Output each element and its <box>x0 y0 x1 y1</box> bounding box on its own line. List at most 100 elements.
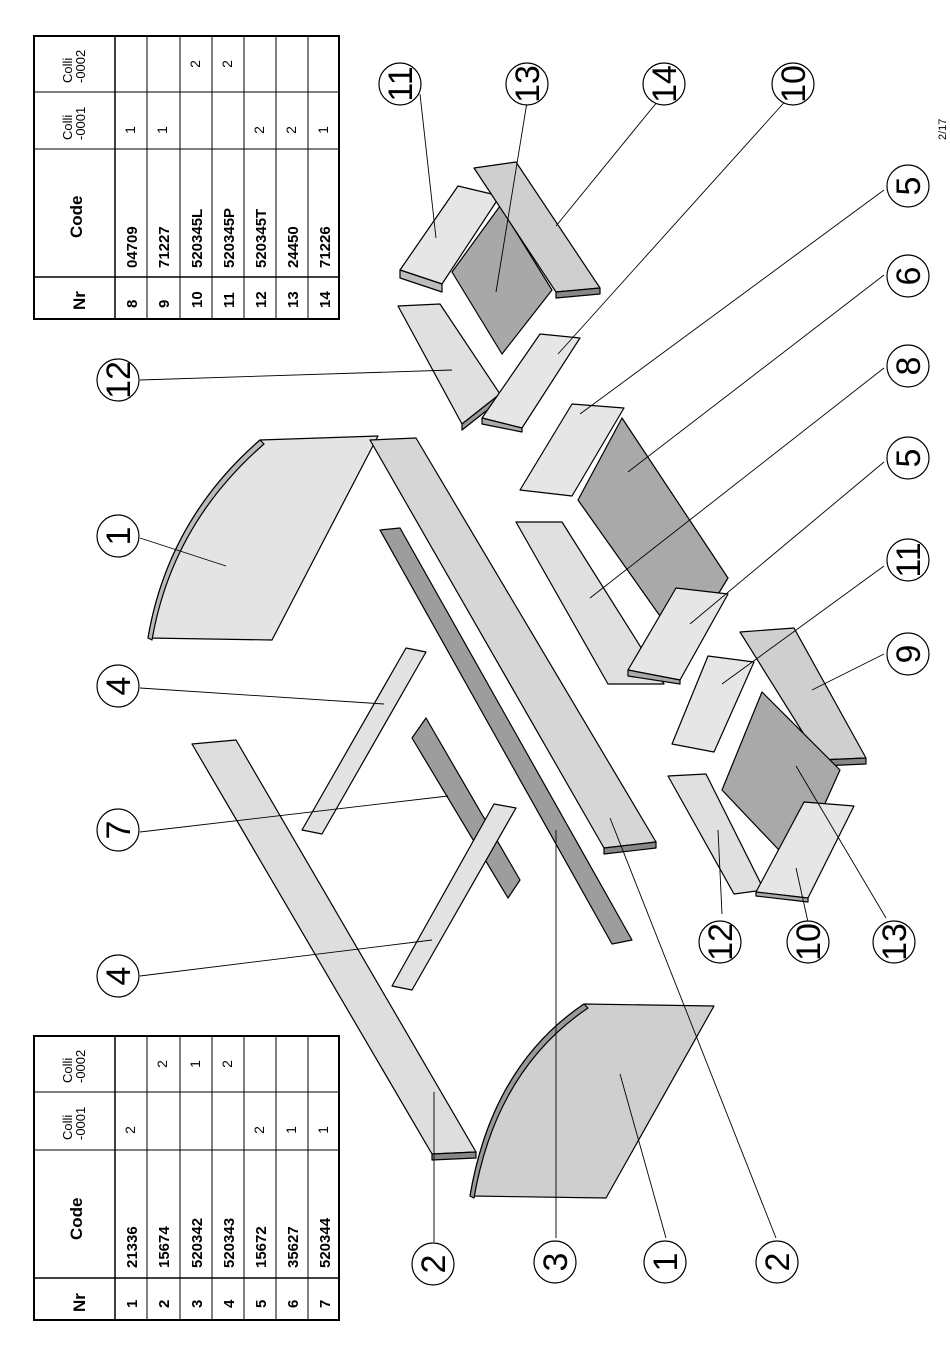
callout-bubble: 4 <box>97 955 139 997</box>
callout-number: 12 <box>702 923 740 961</box>
table_top-row-colli1: 2 <box>251 126 267 134</box>
callout-number: 1 <box>647 1253 685 1272</box>
callout-number: 13 <box>509 65 547 103</box>
table_bottom-row-code: 520343 <box>221 1218 238 1268</box>
table_top-row-nr: 13 <box>285 291 302 308</box>
callout-bubble: 6 <box>887 255 929 297</box>
table_top-row-colli1: 1 <box>315 126 331 134</box>
callout-bubble: 8 <box>887 345 929 387</box>
table_top-row-colli2: 2 <box>219 60 235 68</box>
table_top-row-nr: 8 <box>124 300 141 308</box>
callout-number: 13 <box>876 923 914 961</box>
svg-text:-0001: -0001 <box>73 107 88 140</box>
drawer-top <box>398 162 600 432</box>
table_top-row-nr: 14 <box>317 291 334 308</box>
table-top-code-header: Code <box>67 196 86 239</box>
callout-number: 5 <box>890 449 928 468</box>
drawer-bottom <box>668 628 866 902</box>
table_bottom-row-colli2: 2 <box>154 1060 170 1068</box>
callout-number: 14 <box>646 65 684 103</box>
table_bottom-row-nr: 1 <box>124 1300 141 1308</box>
table-bottom-code-header: Code <box>67 1198 86 1241</box>
table_bottom-row-colli1: 1 <box>315 1126 331 1134</box>
callout-number: 12 <box>100 361 138 399</box>
page-number: 2/17 <box>937 119 949 140</box>
table_bottom-row-nr: 2 <box>156 1300 173 1308</box>
table_top-row-nr: 10 <box>189 291 206 308</box>
table_bottom-row-colli1: 2 <box>122 1126 138 1134</box>
callout-bubble: 14 <box>643 63 685 105</box>
table_top-row-code: 520345T <box>253 209 270 268</box>
drawer-middle <box>516 404 728 684</box>
svg-text:-0001: -0001 <box>73 1107 88 1140</box>
callout-bubble: 2 <box>412 1243 454 1285</box>
callout-bubble: 5 <box>887 437 929 479</box>
table-bottom-nr-header: Nr <box>70 1293 89 1312</box>
callout-bubble: 9 <box>887 633 929 675</box>
callout-number: 10 <box>790 923 828 961</box>
table_top-row-colli1: 2 <box>283 126 299 134</box>
table_bottom-row-nr: 4 <box>221 1299 238 1308</box>
table-top-nr-header: Nr <box>70 291 89 310</box>
callout-number: 11 <box>890 542 928 577</box>
svg-text:-0002: -0002 <box>73 1050 88 1083</box>
parts-table-bottom: Nr Code Colli -0001 Colli -0002 12133622… <box>34 1036 339 1320</box>
table_bottom-row-code: 15672 <box>253 1226 270 1268</box>
svg-text:-0002: -0002 <box>73 50 88 83</box>
callout-bubble: 1 <box>644 1241 686 1283</box>
table_top-row-code: 520345P <box>221 208 238 268</box>
table_bottom-row-nr: 6 <box>285 1300 302 1308</box>
table_bottom-row-nr: 5 <box>253 1300 270 1308</box>
table_bottom-row-colli2: 1 <box>187 1060 203 1068</box>
table_top-row-code: 24450 <box>285 226 302 268</box>
callout-number: 4 <box>100 677 138 696</box>
table_top-row-nr: 9 <box>156 300 173 308</box>
part-1-side-panel-bottom <box>470 1004 714 1198</box>
callout-number: 3 <box>537 1253 575 1272</box>
callout-number: 6 <box>890 267 928 286</box>
callout-number: 11 <box>382 66 420 101</box>
table_top-row-colli1: 1 <box>122 126 138 134</box>
callout-number: 10 <box>775 65 813 103</box>
table_bottom-row-colli1: 2 <box>251 1126 267 1134</box>
callout-bubble: 3 <box>534 1241 576 1283</box>
table_top-row-colli1: 1 <box>154 126 170 134</box>
table_top-row-code: 520345L <box>189 209 206 268</box>
table_bottom-row-code: 520344 <box>317 1217 334 1268</box>
table_top-row-code: 71226 <box>317 226 334 268</box>
table_top-row-code: 04709 <box>124 226 141 268</box>
table_bottom-row-nr: 7 <box>317 1300 334 1308</box>
callout-number: 8 <box>890 357 928 376</box>
callout-bubble: 13 <box>873 921 915 963</box>
callout-number: 1 <box>100 527 138 546</box>
callout-number: 4 <box>100 967 138 986</box>
callout-bubble: 5 <box>887 165 929 207</box>
table_bottom-row-colli1: 1 <box>283 1126 299 1134</box>
table_bottom-row-colli2: 2 <box>219 1060 235 1068</box>
part-4-slat-lower <box>392 804 516 990</box>
callout-bubble: 4 <box>97 665 139 707</box>
table_top-row-nr: 12 <box>253 291 270 308</box>
callout-bubble: 11 <box>887 539 929 581</box>
table_top-row-nr: 11 <box>221 292 238 308</box>
callout-bubble: 12 <box>699 921 741 963</box>
table_bottom-row-code: 15674 <box>156 1226 173 1268</box>
callout-bubble: 7 <box>97 809 139 851</box>
table_top-row-colli2: 2 <box>187 60 203 68</box>
callout-bubble: 13 <box>506 63 548 105</box>
table_bottom-row-code: 520342 <box>189 1218 206 1268</box>
callout-bubble: 1 <box>97 515 139 557</box>
table_bottom-row-code: 21336 <box>124 1226 141 1268</box>
callout-number: 2 <box>415 1255 453 1274</box>
callout-number: 7 <box>100 821 138 840</box>
callout-bubble: 2 <box>756 1241 798 1283</box>
callout-bubble: 10 <box>787 921 829 963</box>
callout-bubble: 11 <box>379 63 421 105</box>
callout-number: 9 <box>890 645 928 664</box>
callout-number: 2 <box>759 1253 797 1272</box>
table_bottom-row-code: 35627 <box>285 1226 302 1268</box>
table_bottom-row-nr: 3 <box>189 1300 206 1308</box>
callout-bubble: 10 <box>772 63 814 105</box>
callout-bubble: 12 <box>97 359 139 401</box>
